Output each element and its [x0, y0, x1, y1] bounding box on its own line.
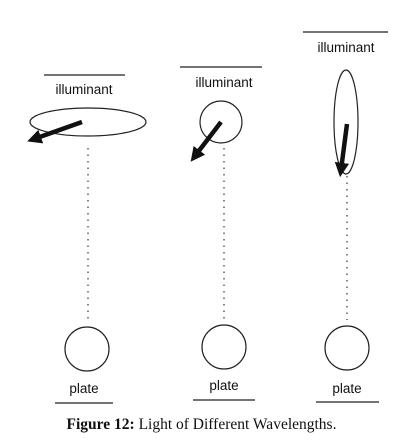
figure-number: Figure 12:: [66, 416, 135, 433]
illuminant-1-label: illuminant: [55, 82, 112, 97]
illuminant-2-circle: [199, 100, 243, 144]
illuminant-2-label: illuminant: [195, 75, 252, 90]
illuminant-3-label: illuminant: [317, 40, 374, 55]
plate-2-label: plate: [209, 378, 238, 393]
panel-2: illuminant plate: [180, 66, 262, 401]
illuminant-1-ellipse: [29, 107, 147, 137]
polarization-arrow-1: [27, 119, 83, 144]
polarization-arrow-3: [334, 123, 350, 178]
figure-caption-text: Light of Different Wavelengths.: [138, 416, 337, 433]
plate-1-label: plate: [69, 381, 98, 396]
panel-1: illuminant plate: [27, 74, 147, 404]
polarization-arrow-2: [190, 120, 223, 162]
plate-1-circle: [64, 326, 110, 372]
panel-3: illuminant plate: [303, 31, 388, 403]
plate-3-circle: [324, 325, 370, 371]
figure-caption: Figure 12: Light of Different Wavelength…: [0, 416, 403, 434]
plate-3-label: plate: [332, 381, 361, 396]
plate-2-circle: [201, 324, 247, 370]
illuminant-3-ellipse: [333, 69, 359, 175]
